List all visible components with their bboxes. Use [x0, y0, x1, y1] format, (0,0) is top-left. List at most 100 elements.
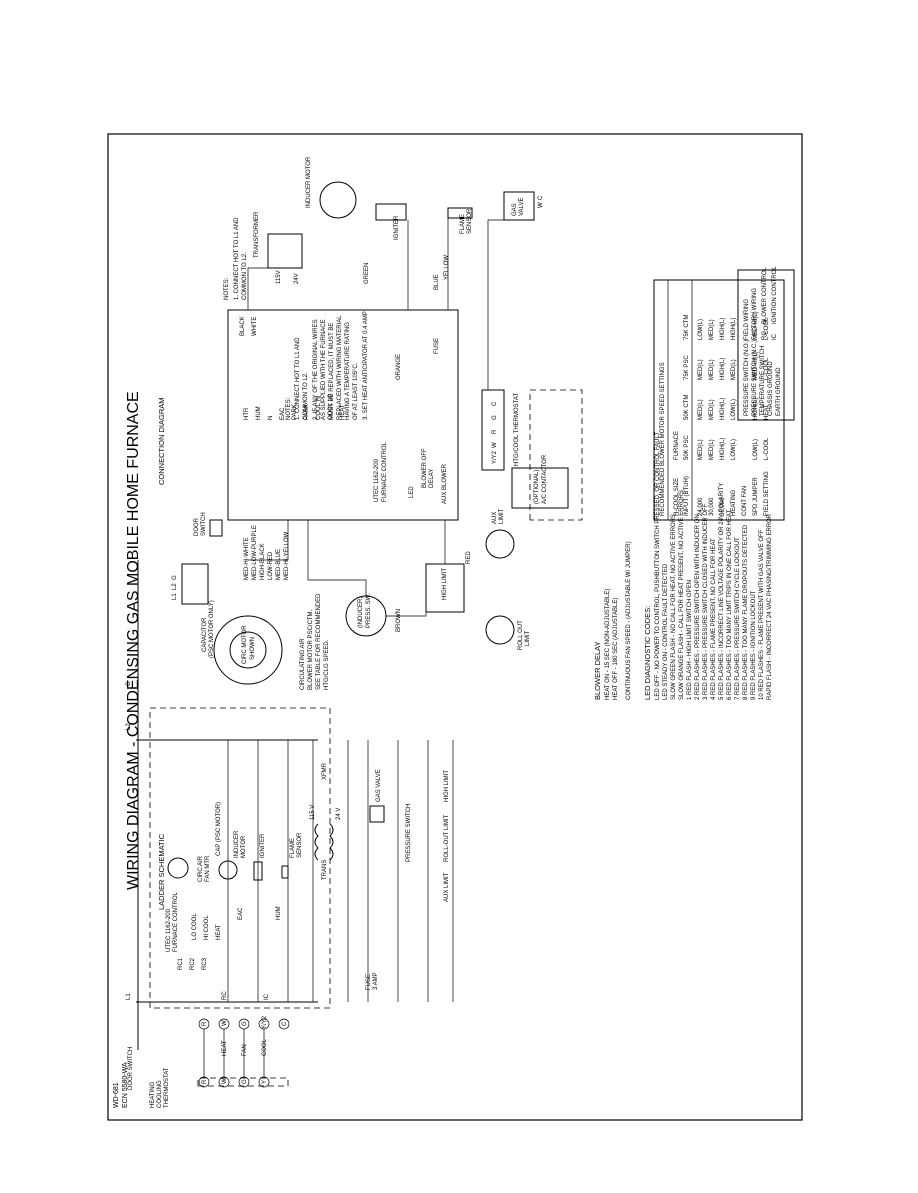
conn-door-switch [209, 519, 223, 537]
diag-0: LED OFF - NO POWER TO CONTROL, PUSHBUTTO… [655, 432, 661, 700]
conn-cap-1: CAPACITOR [202, 617, 208, 652]
notes-block-6: REPLACED WITH WIRING MATERIAL [337, 315, 343, 420]
stat-term-r: R [492, 429, 498, 434]
ladder-title: LADDER SCHEMATIC [157, 833, 166, 910]
conn-power-block [181, 563, 209, 605]
lead-5: MED-BLUE [276, 549, 282, 580]
board-term-cool-lo: COOL LO [328, 393, 334, 420]
diag-1: LED STEADY ON - CONTROL FAULT DETECTED [663, 563, 669, 700]
diag-7: 4 RED FLASHES - FLAME PRESENT, NO CALL F… [711, 538, 717, 700]
ladder-xfmr: XFMR [322, 762, 328, 780]
ac-contactor-box [511, 467, 569, 509]
lead-1: MED-HI-WHITE [244, 537, 250, 580]
ladder-g: G [126, 681, 132, 686]
circ-note-2: BLOWER MOTOR PSC/CTM. [308, 609, 314, 690]
speed-cell: MED(L) [709, 399, 715, 420]
lead-3: HIGH-BLACK [260, 543, 266, 580]
conn-flame-sensor [447, 207, 473, 219]
conn-rollout-1: ROLL OUT [518, 620, 524, 650]
conn-door-1: DOOR [194, 517, 200, 536]
notes-block-2: COMMON TO L2. [303, 372, 309, 420]
speed-cell: MED(L) [709, 439, 715, 460]
relay-ic: IC [264, 993, 270, 1000]
diag-3: SLOW ORANGE FLASH - CALL FOR HEAT PRESEN… [679, 490, 685, 700]
stat-terminals: Y/Y2 W R G C [492, 401, 498, 464]
ladder-circ-motor [167, 857, 189, 879]
speed-cell: HIGH(L) [720, 318, 726, 340]
speed-hum: HUM [276, 906, 282, 920]
speed-sub-4: 75K CTM [684, 315, 690, 340]
title: WIRING DIAGRAM - CONDENSING GAS MOBILE H… [125, 391, 142, 890]
conn-rollout-limit [485, 615, 515, 645]
ladder-24v: 24 V [336, 808, 342, 820]
ladder-inducer-1: INDUCER [234, 830, 240, 858]
board-blower-off-2: DELAY [429, 469, 435, 488]
speed-cell: MED(L) [698, 359, 704, 380]
ladder-inducer-motor [218, 860, 238, 880]
wire-brown: BROWN [396, 609, 402, 632]
circ-note-4: HTG/CLG SPEED. [324, 639, 330, 690]
ctrl-g: G [242, 1021, 248, 1026]
conn-gas-w: W [538, 202, 544, 208]
thermostat-field-box [529, 389, 583, 521]
connection-diagram: UTEC 1162-200 FURNACE CONTROL HTR HUM N … [172, 156, 583, 690]
notes-block-3: 2. IF ANY OF THE ORIGINAL WIRES [313, 319, 319, 420]
conn-high-limit-label: HIGH LIMIT [442, 568, 448, 600]
board-terminals: HTR HUM N EAC PARK PARK COOL HI COOL LO … [244, 393, 346, 420]
motor-leads: MED-HI-WHITE MED-LOW-PURPLE HIGH-BLACK L… [244, 525, 290, 580]
diag-9: 6 RED FLASHES - TOO MANY LIMIT TRIPS IN … [727, 510, 733, 700]
conn-g: G [172, 575, 178, 580]
board-term-eac: EAC [280, 407, 286, 420]
wire-blue: BLUE [434, 274, 440, 290]
speed-sub-0: INPUT (BTUH) [684, 476, 690, 516]
diag-12: 9 RED FLASHES - IGNITION LOCKOUT [751, 590, 757, 700]
furnace-control-outline [149, 707, 331, 1009]
speed-cell: HEATING [731, 489, 737, 516]
ladder-l2: L2 [126, 723, 132, 730]
conn-l1: L1 [172, 593, 178, 600]
legend-4: EARTH GROUND [776, 367, 782, 416]
circ-note-1: CIRCULATING AIR [300, 638, 306, 690]
legend-5: FIELD WIRING [744, 299, 750, 340]
notes-block-heading: NOTES: [286, 397, 292, 420]
ladder-flame-2: SENSOR [297, 832, 303, 858]
speed-cell: MED(L) [698, 399, 704, 420]
ladder-schematic: HEATING COOLING THERMOSTAT R W G Y HEAT … [126, 560, 454, 1108]
legend-3: CHASSIS GROUND [768, 361, 774, 416]
speed-cell: HIGH(L) [720, 398, 726, 420]
blower-continuous: CONTINUOUS FAN SPEED - (ADJUSTABLE W/ JU… [626, 541, 632, 700]
board-fuse: FUSE [434, 338, 440, 354]
wire-white: WHITE [252, 317, 258, 336]
ctrl-c: C [282, 1021, 288, 1026]
ladder-flame-sensor [281, 865, 289, 879]
sheet-border [107, 133, 803, 1121]
rc3: RC3 [202, 957, 208, 970]
speed-header-1: FURNACE [674, 431, 680, 460]
speed-cell: L-COOL [764, 437, 770, 460]
board-term-heat: HEAT [340, 404, 346, 420]
diagram-id: WD-681 [113, 1082, 120, 1108]
conn-flame-2: SENSOR [467, 208, 473, 234]
conn-igniter [375, 203, 407, 221]
speed-table: RECOMMENDED BLOWER MOTOR SPEED SETTINGS … [653, 279, 785, 521]
legend-2: TEMPERATURE SWITCH [760, 346, 766, 416]
speed-heat: HEAT [216, 924, 222, 940]
ladder-thermostat-3: THERMOSTAT [164, 1067, 170, 1108]
conn-tap-24: 24V [294, 273, 300, 284]
ac-contactor-1: (OPTIONAL) [534, 470, 540, 504]
ladder-gas-valve-label: GAS VALVE [376, 769, 382, 802]
legend-6: FACTORY WIRING [752, 288, 758, 340]
diag-4: 1 RED FLASH - HIGH LIMIT SWITCH OPEN [687, 580, 693, 700]
ladder-rollout-limit: ROLL-OUT LIMIT [444, 814, 450, 862]
ladder-motor-2: FAN MTR [205, 855, 211, 882]
legend: PRESSURE SWITCH (N.O.) PRESSURE SWITCH (… [737, 266, 795, 421]
diagnostics-block: BLOWER DELAY HEAT ON - 15 SEC (NON-ADJUS… [593, 432, 773, 700]
ladder-motor-1: CIRC AIR [198, 855, 204, 882]
speed-eac: EAC [238, 907, 244, 920]
tstat-y: Y [262, 1080, 268, 1084]
blower-delay-heading: BLOWER DELAY [593, 641, 602, 700]
board-blower-off-1: BLOWER OFF [422, 448, 428, 488]
tstat-fan: FAN [242, 1044, 248, 1056]
tstat-heat: HEAT [222, 1040, 228, 1056]
ladder-cap: CAP (PSC MOTOR) [216, 802, 222, 856]
